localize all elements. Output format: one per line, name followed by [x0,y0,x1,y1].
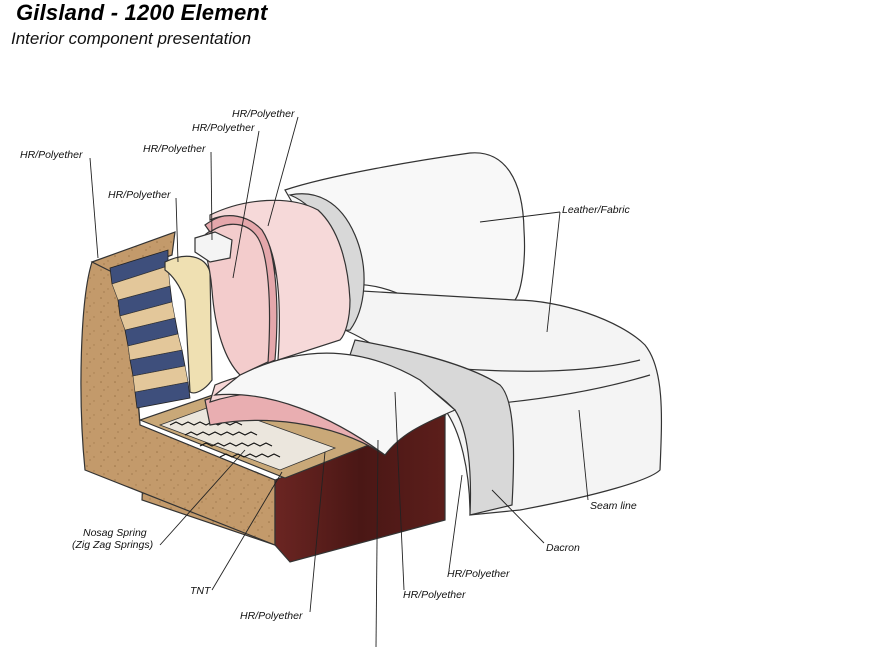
label-zigzag-springs: (Zig Zag Springs) [72,539,153,551]
label-hr-polyether-3: HR/Polyether [143,143,206,155]
label-nosag-spring: Nosag Spring [83,527,147,539]
label-hr-polyether-2: HR/Polyether [192,122,255,134]
page-title: Gilsland - 1200 Element [16,0,268,25]
back-foam-cream [164,255,213,394]
label-hr-polyether-4: HR/Polyether [20,149,83,161]
back-slats [109,249,191,409]
label-hr-polyether-8: HR/Polyether [240,610,303,622]
label-dacron: Dacron [546,542,580,554]
leader-lines [89,116,589,647]
back-foam-pink-outer [209,199,351,361]
back-foam-block [194,231,233,263]
label-hr-polyether-7: HR/Polyether [403,589,466,601]
zigzag-springs [158,404,337,471]
seat-cushion-top [213,352,457,456]
page-subtitle: Interior component presentation [11,29,252,48]
label-hr-polyether-5: HR/Polyether [108,189,171,201]
label-tnt: TNT [190,585,212,597]
label-seam-line: Seam line [590,500,637,512]
label-hr-polyether-6: HR/Polyether [447,568,510,580]
label-leather-fabric: Leather/Fabric [562,204,630,216]
label-hr-polyether-1: HR/Polyether [232,108,295,120]
